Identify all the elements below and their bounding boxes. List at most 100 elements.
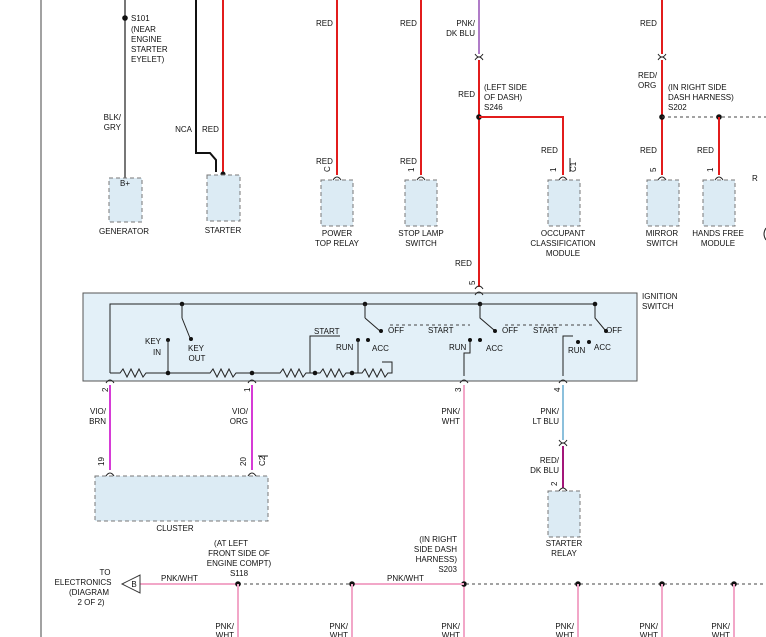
cluster[interactable]: 19 20 C2 CLUSTER [94, 455, 269, 533]
splice-s246-id: S246 [484, 103, 503, 112]
splice-s118-note: (AT LEFT [214, 539, 248, 548]
splice-s118-note: ENGINE COMPT) [207, 559, 272, 568]
wire-label: PNK/WHT [161, 574, 198, 583]
wire-label: WHT [442, 417, 460, 426]
occupant-classification-module[interactable]: 1 C1 OCCUPANT CLASSIFICATION MODULE [530, 158, 596, 258]
wire-label: ORG [230, 417, 248, 426]
key-out-label: KEY [188, 344, 205, 353]
wire-label: WHT [216, 631, 234, 637]
wire-label: PNK/ [441, 622, 460, 631]
splice-s246-note: OF DASH) [484, 93, 523, 102]
mirror-switch[interactable]: 5 MIRROR SWITCH [646, 167, 680, 248]
splice-s118-id: S118 [230, 569, 249, 578]
component-name: MODULE [701, 239, 735, 248]
wire-label: RED [316, 157, 333, 166]
wire-label: BLK/ [104, 113, 122, 122]
pin-label: 3 [454, 387, 463, 392]
component-name: STARTER [205, 226, 242, 235]
pin-label: 1 [243, 387, 252, 392]
wire-label: RED [640, 19, 657, 28]
starter-relay-circuit: PNK/ LT BLU RED/ DK BLU [530, 385, 568, 488]
wire-label: PNK/ [555, 622, 574, 631]
connector-label: C2 [258, 455, 267, 466]
component-name: MODULE [546, 249, 580, 258]
wire-label: WHT [330, 631, 348, 637]
wire-label: ORG [638, 81, 656, 90]
wire-label: RED [400, 157, 417, 166]
component-name: GENERATOR [99, 227, 149, 236]
splice-s101-note: ENGINE [131, 35, 162, 44]
key-in-label: IN [153, 348, 161, 357]
mirror-circuit: RED RED/ ORG (IN RIGHT SIDE DASH HARNESS… [638, 0, 766, 241]
power-top-relay[interactable]: C POWER TOP RELAY [315, 166, 360, 248]
wire-label: RED [400, 19, 417, 28]
starter[interactable]: STARTER [205, 174, 242, 235]
component-name: CLASSIFICATION [530, 239, 595, 248]
component-name: STARTER [546, 539, 583, 548]
pin-label: 1 [407, 167, 416, 172]
wire-label: PNK/ [456, 19, 475, 28]
connector-b-label: ELECTRONICS [55, 578, 112, 587]
power-top-relay-circuit: RED RED [316, 0, 338, 175]
position-run: RUN [336, 343, 354, 352]
wire-label: PNK/ [540, 407, 559, 416]
wire-label: WHT [640, 631, 658, 637]
wire-label: RED [541, 146, 558, 155]
component-name: HANDS FREE [692, 229, 744, 238]
wire-label: RED [455, 259, 472, 268]
pin-label: 5 [649, 167, 658, 172]
generator[interactable]: B+ GENERATOR [99, 177, 149, 236]
wire-label: WHT [442, 631, 460, 637]
splice-s101-note: (NEAR [131, 25, 156, 34]
pin-label: 20 [239, 457, 248, 466]
position-run: RUN [449, 343, 467, 352]
wire-label: VIO/ [232, 407, 249, 416]
wire-label: RED [316, 19, 333, 28]
component-name: IGNITION [642, 292, 678, 301]
component-name: SWITCH [646, 239, 678, 248]
component-name: TOP RELAY [315, 239, 360, 248]
wire-label: RED [458, 90, 475, 99]
pin-label: 19 [97, 457, 106, 466]
wire-label: DK BLU [530, 466, 559, 475]
wire-label: R [752, 174, 758, 183]
splice-s118-note: FRONT SIDE OF [208, 549, 270, 558]
wire-label: RED [202, 125, 219, 134]
position-off: OFF [606, 326, 622, 335]
hands-free-module[interactable]: 1 HANDS FREE MODULE [692, 167, 744, 248]
wire-label: RED/ [638, 71, 658, 80]
pin-label: C [323, 166, 332, 172]
pin-label: 2 [101, 387, 110, 392]
stop-lamp-circuit: RED RED [400, 0, 422, 175]
key-out-label: OUT [189, 354, 206, 363]
pin-label: 1 [549, 167, 558, 172]
position-off: OFF [388, 326, 404, 335]
wire-label: RED [640, 146, 657, 155]
stop-lamp-switch[interactable]: 1 STOP LAMP SWITCH [398, 167, 444, 248]
component-name: POWER [322, 229, 352, 238]
splice-s202-note: DASH HARNESS) [668, 93, 734, 102]
splice-s202-note: (IN RIGHT SIDE [668, 83, 727, 92]
pin-label: 2 [550, 481, 559, 486]
position-acc: ACC [372, 344, 389, 353]
ignition-switch[interactable]: IGNITION SWITCH 5 KEY IN KEY OUT STAR [82, 280, 678, 392]
pin-label: 5 [468, 280, 477, 285]
wire-label: GRY [104, 123, 122, 132]
position-start: START [314, 327, 340, 336]
cluster-circuits: VIO/ BRN VIO/ ORG [89, 385, 253, 470]
connector-b-label: (DIAGRAM [69, 588, 109, 597]
connector-b[interactable]: B TO ELECTRONICS (DIAGRAM 2 OF 2) [55, 568, 141, 607]
position-start: START [428, 326, 454, 335]
wire-label: RED [697, 146, 714, 155]
component-name: STOP LAMP [398, 229, 444, 238]
component-name: OCCUPANT [541, 229, 585, 238]
key-in-label: KEY [145, 337, 162, 346]
starter-relay[interactable]: 2 STARTER RELAY [546, 481, 583, 558]
wire-label: WHT [556, 631, 574, 637]
pin-label: 4 [553, 387, 562, 392]
position-off: OFF [502, 326, 518, 335]
electronics-bus: PNK/WHT PNK/WHT (AT LEFT FRONT SIDE OF E… [40, 0, 766, 637]
wire-label: PNK/ [329, 622, 348, 631]
splice-dot [122, 15, 128, 21]
